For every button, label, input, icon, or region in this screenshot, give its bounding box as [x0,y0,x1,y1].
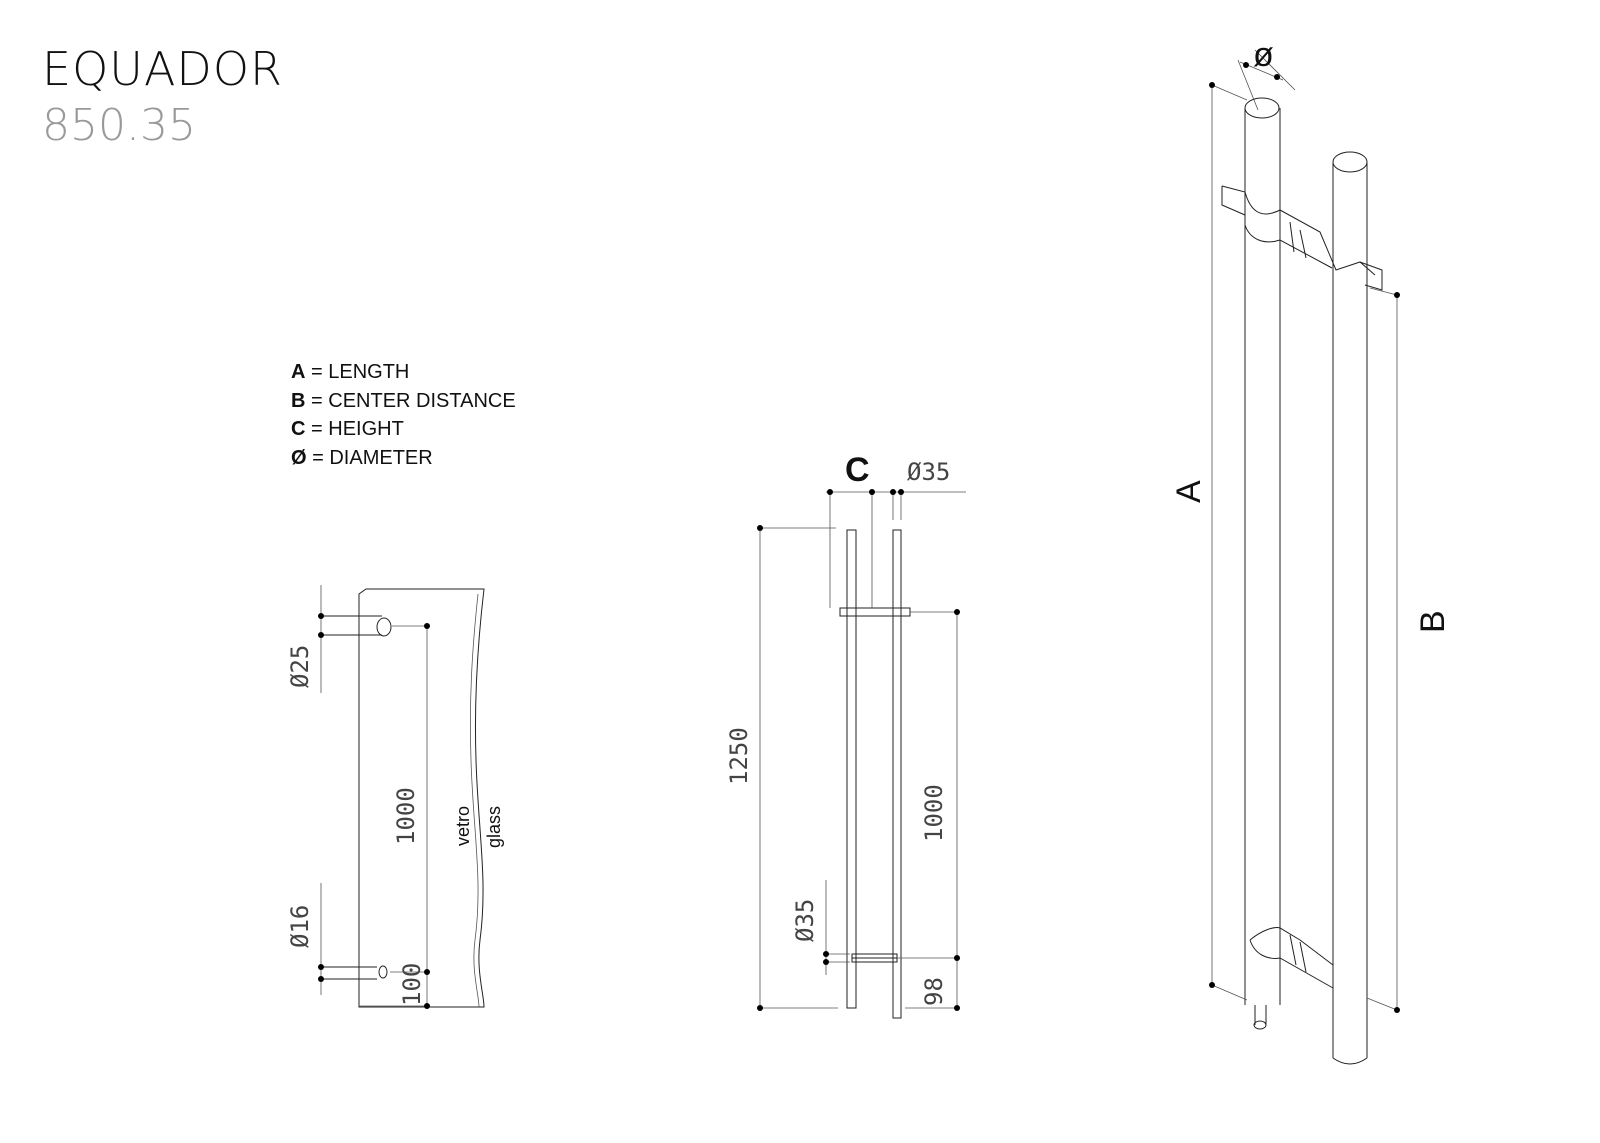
product-code: 850.35 [42,100,196,151]
dia-16-label: Ø16 [286,905,314,948]
isometric-view: ø A B [1170,36,1452,1065]
height-label: C [845,451,870,489]
rod-front [1244,108,1281,1005]
glass-view: Ø25 Ø16 1000 100 vetro glass [286,585,504,1009]
offset-label: 100 [398,963,426,1006]
glass-panel [358,588,485,1008]
rod-back [1332,162,1368,1058]
length-a-label: A [1170,480,1208,503]
center-label: 1000 [920,784,948,842]
connector-bottom [1249,927,1334,989]
connector-top [1221,185,1376,276]
dia-bottom-label: Ø35 [791,899,819,942]
bar-right [892,529,902,1019]
vetro-label: vetro [453,806,473,846]
handle-bottom-end [378,965,388,979]
legend-item: B = CENTER DISTANCE [291,389,516,412]
dia-25-label: Ø25 [286,645,314,688]
dia-top-label: Ø35 [907,458,950,486]
product-name: EQUADOR [42,42,283,96]
handle-top-end [376,617,392,637]
center-b-label: B [1414,610,1452,633]
length-label: 1250 [725,727,753,785]
legend-item: C = HEIGHT [291,418,404,440]
glass-label: glass [484,806,504,848]
bar-left [846,529,857,1009]
dimension-legend: A = LENGTH B = CENTER DISTANCE C = HEIGH… [291,358,516,472]
center-distance-label: 1000 [392,787,420,845]
side-view: C Ø35 Ø35 1250 1000 98 [725,451,966,1019]
legend-item: A = LENGTH [291,361,410,383]
offset-label: 98 [920,977,948,1006]
iso-dia-label: ø [1253,36,1274,74]
legend-item: Ø = DIAMETER [291,446,433,469]
